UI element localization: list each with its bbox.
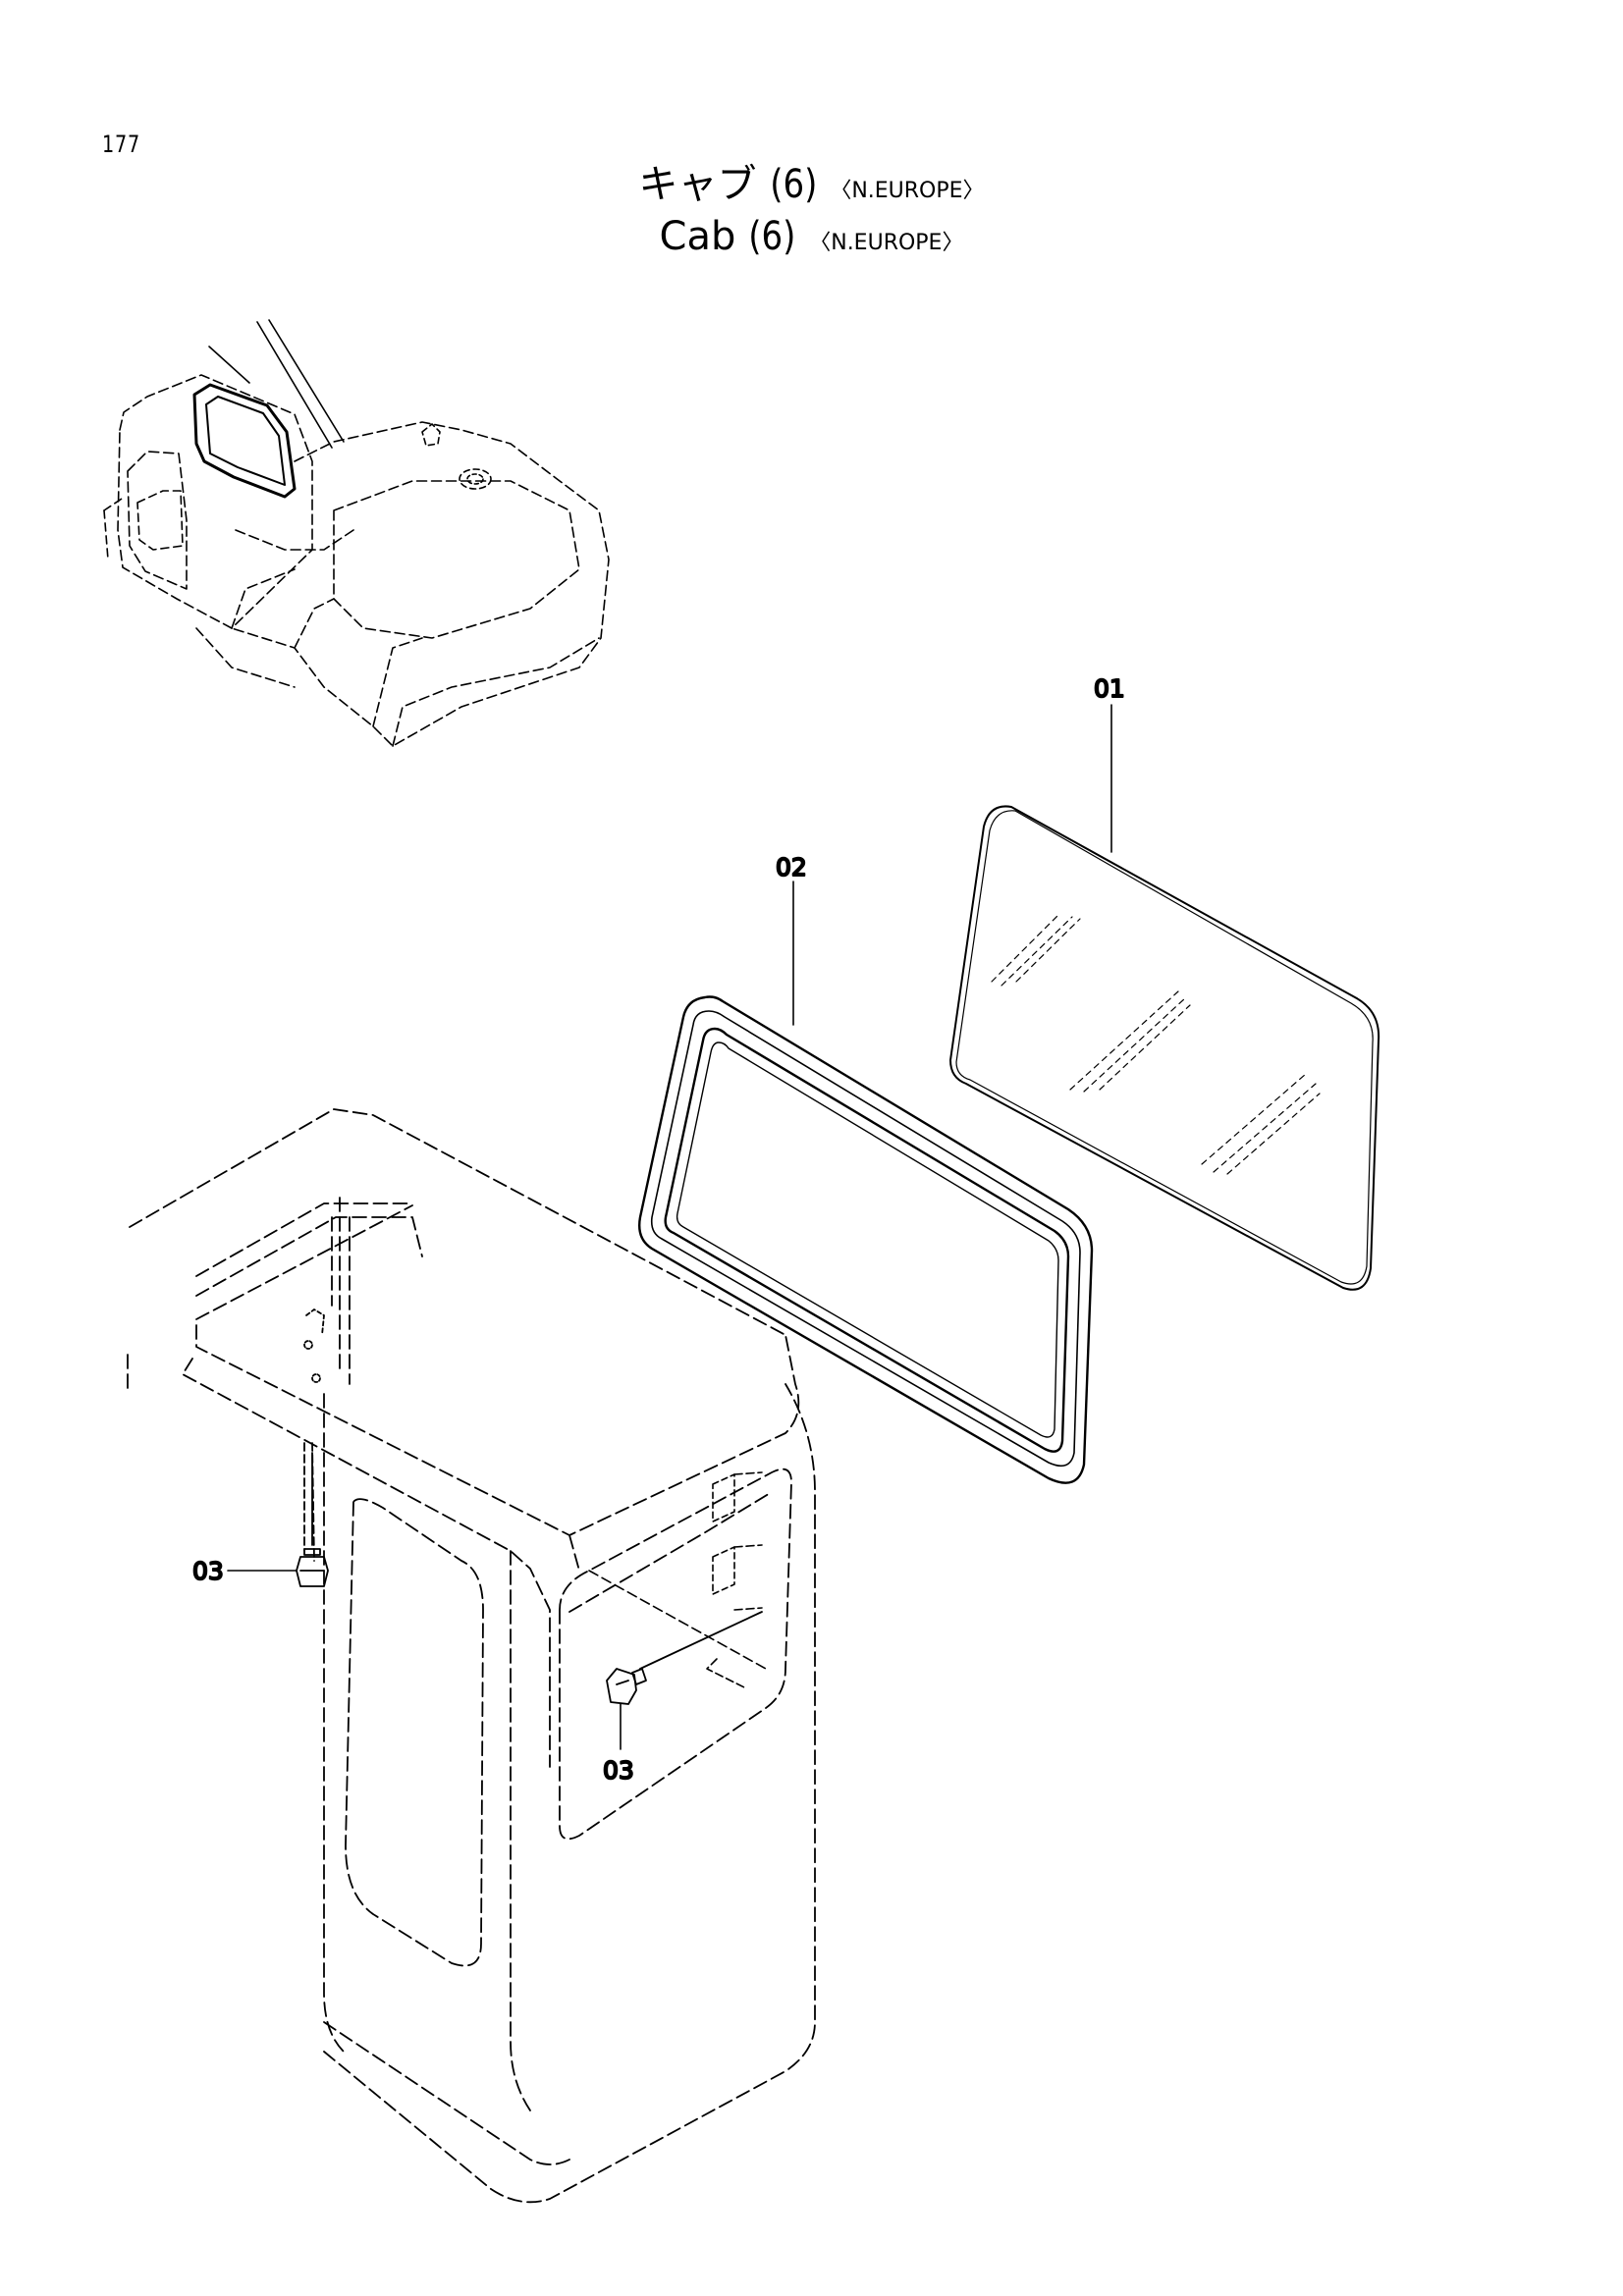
- cab-body-icon: [127, 1108, 816, 2204]
- title-jp-number: (6): [769, 162, 817, 207]
- title-en-region: 〈N.EUROPE〉: [809, 231, 964, 255]
- callout-01: 01: [1094, 674, 1125, 703]
- title-japanese: キャブ (6) 〈N.EUROPE〉: [0, 152, 1623, 209]
- title-jp-text: キャブ: [638, 162, 757, 207]
- bolt-icon-right: [606, 1611, 763, 1705]
- title-english: Cab (6) 〈N.EUROPE〉: [0, 214, 1623, 259]
- title-en-number: (6): [748, 214, 796, 259]
- title-jp-region: 〈N.EUROPE〉: [830, 179, 985, 203]
- callout-03-right: 03: [603, 1756, 634, 1785]
- title-en-text: Cab: [659, 214, 736, 259]
- leader-lines: [227, 704, 1112, 1750]
- cab-bracket-icon: [303, 1308, 325, 1562]
- page-number: 177: [102, 131, 141, 158]
- part-01-glass-icon: [949, 805, 1380, 1291]
- callout-03-left: 03: [192, 1557, 224, 1585]
- excavator-overview-icon: [103, 319, 610, 747]
- part-02-seal-icon: [638, 995, 1094, 1484]
- callout-02: 02: [776, 853, 807, 881]
- window-bracket-icon: [588, 1471, 767, 1689]
